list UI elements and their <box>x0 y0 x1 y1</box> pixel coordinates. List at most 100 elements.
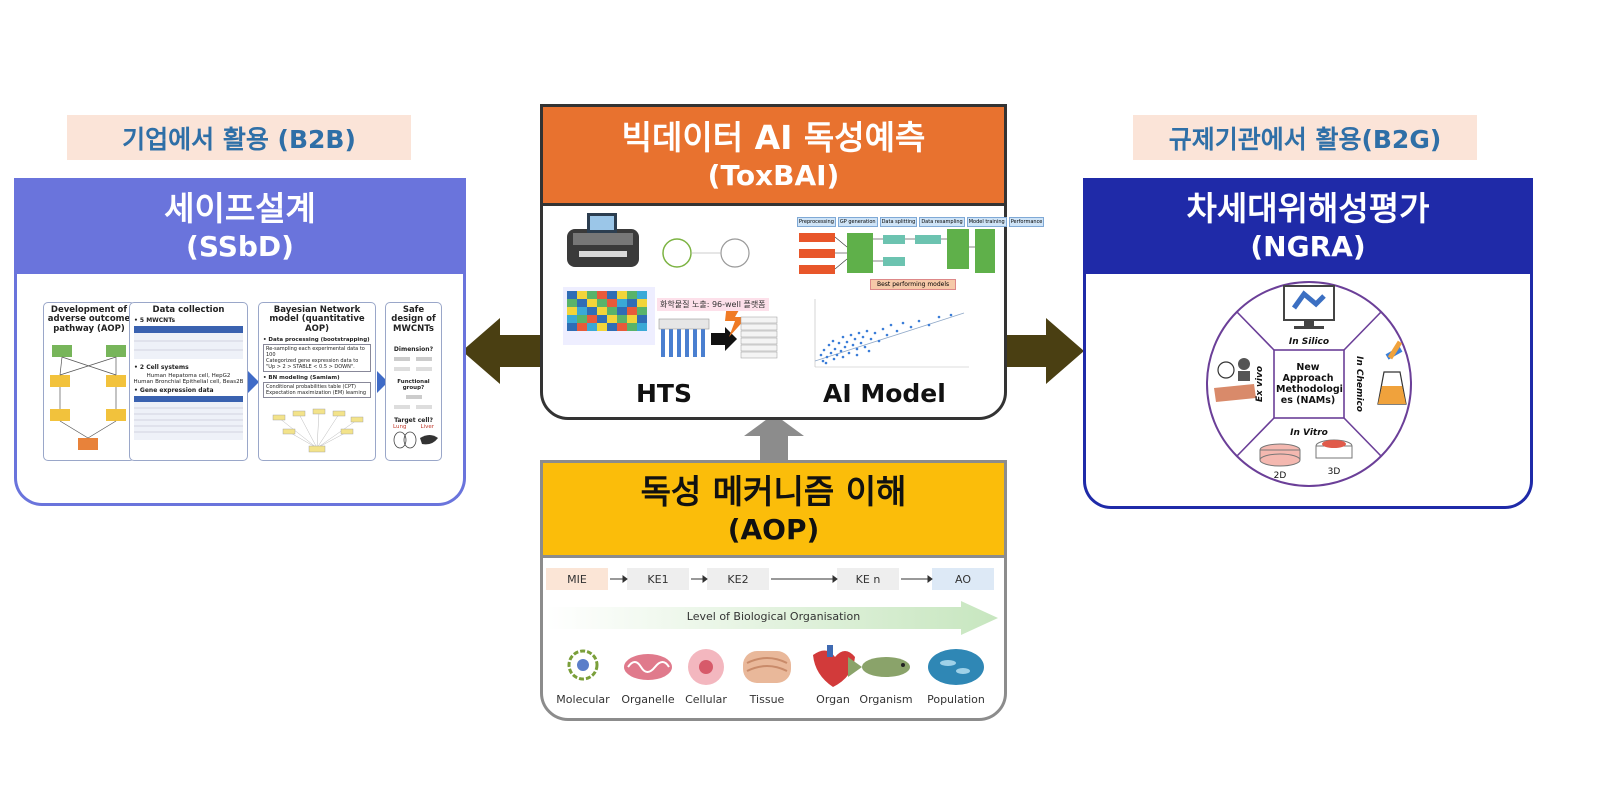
data-processing-step-2: Categorized gene expression data to "Up … <box>266 358 359 371</box>
nams-center-label: New Approach Methodologi es (NAMs) <box>1276 362 1343 406</box>
pipeline-steps-row: Preprocessing GP generation Data splitti… <box>797 217 1045 227</box>
aop-development-title: Development of adverse outcome pathway (… <box>47 305 131 334</box>
level-molecular: Molecular <box>556 693 610 706</box>
aop-title: 독성 메커니즘 이해 <box>640 471 907 511</box>
organelle-icon <box>624 654 672 680</box>
mwcnt-heading: • 5 MWCNTs <box>134 317 176 325</box>
in-silico-label: In Silico <box>1289 337 1329 347</box>
label-3d: 3D <box>1328 467 1341 477</box>
pipeline-step: Preprocessing <box>797 217 836 227</box>
flow-ke2: KE2 <box>707 568 769 590</box>
flow-ke1: KE1 <box>627 568 689 590</box>
dimension-question: Dimension? <box>393 346 434 354</box>
pipeline-step: Data resampling <box>919 217 965 227</box>
in-vitro-label: In Vitro <box>1290 428 1328 438</box>
aop-development-card: Development of adverse outcome pathway (… <box>43 302 135 461</box>
organ-icon <box>813 645 855 687</box>
ssbd-subtitle: (SSbD) <box>186 230 294 264</box>
computer-icon <box>1283 285 1335 329</box>
nams-wheel: In Silico In Vitro In Chemico Ex vivo 2D… <box>1206 281 1412 487</box>
data-collection-card: Data collection • 5 MWCNTs • 2 Cell syst… <box>129 302 248 461</box>
mwcnt-table <box>134 326 243 360</box>
pipeline-step: Data splitting <box>879 217 918 227</box>
level-organ: Organ <box>816 693 850 706</box>
level-gradient-arrow <box>546 601 998 635</box>
label-2d: 2D <box>1274 471 1287 481</box>
hts-instrument-illustration <box>563 213 778 359</box>
cell-line-1: Human Hepatoma cell, HepG2 <box>146 373 231 380</box>
petri-dish-2d-icon <box>1259 443 1301 467</box>
organisation-icons <box>567 645 984 687</box>
flow-arrows <box>610 575 933 583</box>
petri-dish-3d-icon <box>1315 439 1353 459</box>
arrow-up-icon <box>744 414 804 464</box>
test-tube-icon <box>1377 340 1407 405</box>
cell-systems-heading: • 2 Cell systems <box>134 364 189 372</box>
ssbd-header: 세이프설계 (SSbD) <box>17 178 463 274</box>
liver-label: Liver <box>420 424 434 431</box>
flow-ao: AO <box>932 568 994 590</box>
ai-model-label: AI Model <box>823 379 946 408</box>
bn-modeling-step-1: Conditional probabilities table (CPT) <box>266 384 356 391</box>
level-organism: Organism <box>859 693 913 706</box>
bayesian-network-graph <box>272 408 364 453</box>
in-chemico-label: In Chemico <box>1354 356 1364 412</box>
pipeline-step: GP generation <box>837 217 878 227</box>
safe-design-card: Safe design of MWCNTs Dimension? Functio… <box>385 302 442 461</box>
b2b-tag: 기업에서 활용 (B2B) <box>67 115 411 160</box>
flow-chevron-icon <box>248 371 259 393</box>
lung-liver-icon <box>393 431 438 449</box>
toxbai-panel: 빅데이터 AI 독성예측 (ToxBAI) <box>540 104 1045 420</box>
flow-ke-n: KE n <box>837 568 899 590</box>
data-processing-box: Re-sampling each experimental data to 10… <box>263 344 371 373</box>
aop-header: 독성 메커니즘 이해 (AOP) <box>543 463 1004 558</box>
ngra-header: 차세대위해성평가 (NGRA) <box>1086 178 1530 274</box>
scatter-points <box>819 313 953 365</box>
bn-modeling-step-2: Expectation maximization (EM) learning <box>266 390 367 397</box>
flow-chevron-icon <box>377 371 388 393</box>
ssbd-panel: 세이프설계 (SSbD) Development of adverse outc… <box>14 178 466 506</box>
gene-table <box>134 396 243 441</box>
level-organelle: Organelle <box>621 693 675 706</box>
functional-group-question: Functional group? <box>397 379 430 392</box>
pipeline-diagram <box>799 229 995 274</box>
cell-line-2: Human Bronchial Epithelial cell, Beas2B <box>133 379 244 386</box>
hts-label: HTS <box>636 379 692 408</box>
heatmap-cells <box>567 291 647 331</box>
flow-mie: MIE <box>546 568 608 590</box>
safe-design-title: Safe design of MWCNTs <box>391 305 436 334</box>
level-population: Population <box>927 693 985 706</box>
level-cellular: Cellular <box>685 693 727 706</box>
hts-caption: 화학물질 노출: 96-well 플랫폼 <box>657 298 769 311</box>
molecular-icon <box>567 649 599 681</box>
b2g-tag: 규제기관에서 활용(B2G) <box>1133 115 1477 160</box>
bayesian-network-card: Bayesian Network model (quantitative AOP… <box>258 302 376 461</box>
level-label: Level of Biological Organisation <box>686 610 861 623</box>
data-processing-heading: • Data processing (bootstrapping) <box>263 337 370 344</box>
organism-icon <box>848 657 910 677</box>
ai-scatter-plot <box>814 299 969 368</box>
lung-label: Lung <box>393 424 407 431</box>
ex-vivo-label: Ex vivo <box>1255 366 1265 402</box>
organ-labels: Lung Liver <box>386 424 441 430</box>
ngra-subtitle: (NGRA) <box>1250 230 1366 264</box>
data-collection-title: Data collection <box>152 305 225 315</box>
ex-vivo-icon <box>1214 358 1256 402</box>
aop-subtitle: (AOP) <box>727 513 820 547</box>
data-processing-step-1: Re-sampling each experimental data to 10… <box>266 346 365 359</box>
aop-panel: 독성 메커니즘 이해 (AOP) MIE KE1 KE2 KE n AO Lev… <box>540 460 1007 721</box>
ssbd-title: 세이프설계 <box>164 188 316 228</box>
level-tissue: Tissue <box>749 693 785 706</box>
toxbai-title: 빅데이터 AI 독성예측 <box>621 117 926 157</box>
gene-expression-heading: • Gene expression data <box>134 387 214 395</box>
bn-modeling-heading: • BN modeling (Samiam) <box>263 375 340 382</box>
best-models-box: Best performing models <box>870 279 957 290</box>
toxbai-subtitle: (ToxBAI) <box>707 159 840 193</box>
tissue-icon <box>743 651 791 683</box>
cellular-icon <box>688 649 724 685</box>
ngra-title: 차세대위해성평가 <box>1186 188 1430 228</box>
arrow-right-icon <box>1002 318 1084 384</box>
ngra-panel: 차세대위해성평가 (NGRA) <box>1083 178 1533 509</box>
dimension-bars <box>394 357 432 372</box>
ai-pipeline: Preprocessing GP generation Data splitti… <box>797 217 1045 297</box>
